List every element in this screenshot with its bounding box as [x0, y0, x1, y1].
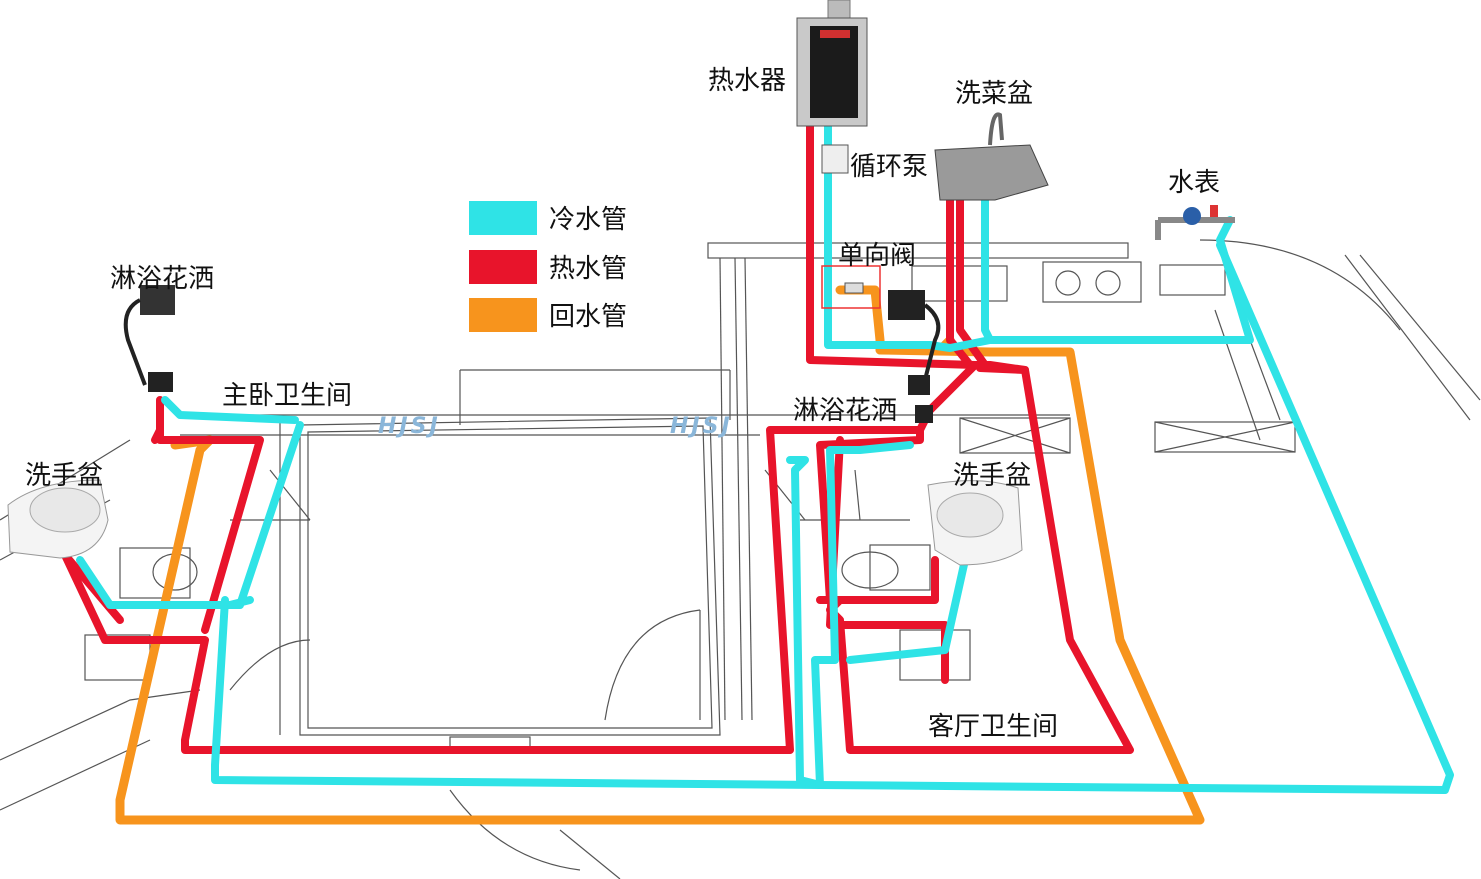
label-shower-left: 淋浴花洒	[110, 264, 215, 294]
check-valve-icon	[821, 265, 881, 309]
shower-icon	[123, 285, 941, 423]
label-wash-basin-right: 洗手盆	[953, 461, 1032, 491]
label-water-heater: 热水器	[708, 66, 787, 96]
legend-swatch-hot	[469, 249, 537, 284]
legend-item-cold: 冷水管	[469, 199, 627, 236]
label-check-valve: 单向阀	[838, 241, 917, 271]
legend-item-hot: 热水管	[469, 248, 627, 285]
cold-water-pipes	[76, 116, 1454, 794]
water-heater-icon	[796, 0, 868, 127]
legend-item-return: 回水管	[469, 296, 627, 333]
sink-icon	[934, 112, 1049, 201]
pump-icon	[821, 144, 849, 174]
label-water-meter: 水表	[1168, 168, 1221, 198]
label-vegetable-sink: 洗菜盆	[955, 79, 1034, 109]
basin-icon	[7, 479, 1023, 566]
label-shower-right: 淋浴花洒	[793, 396, 898, 426]
legend-label-return: 回水管	[549, 302, 628, 332]
label-living-bathroom: 客厅卫生间	[928, 712, 1059, 742]
watermark-left: HJSJ	[378, 414, 441, 439]
water-meter-icon	[1155, 205, 1235, 240]
watermark-right: HJSJ	[670, 414, 733, 439]
label-wash-basin-left: 洗手盆	[25, 461, 104, 491]
legend-swatch-return	[469, 297, 537, 332]
legend-label-hot: 热水管	[549, 254, 628, 284]
legend-swatch-cold	[469, 200, 537, 235]
legend-label-cold: 冷水管	[549, 205, 628, 235]
label-circulation-pump: 循环泵	[850, 152, 929, 182]
label-master-bathroom: 主卧卫生间	[222, 381, 353, 411]
